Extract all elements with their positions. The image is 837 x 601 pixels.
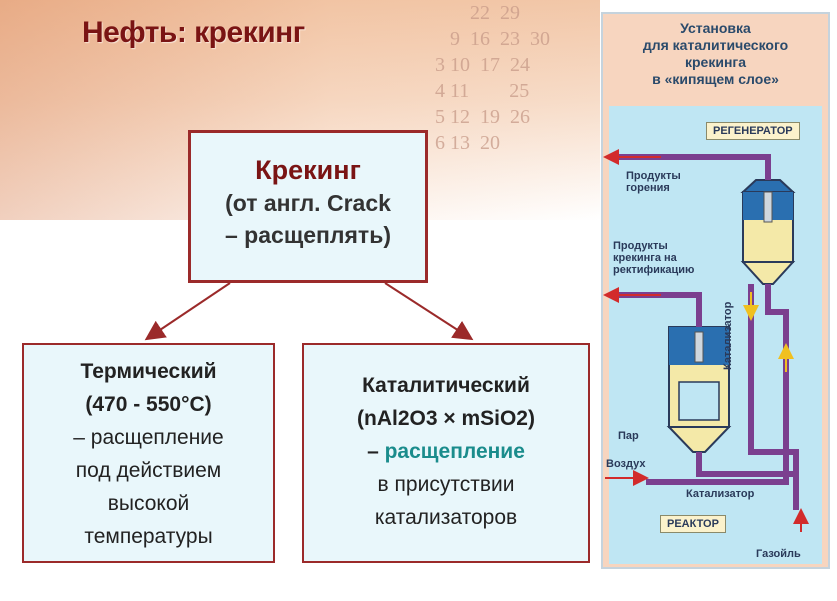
thermal-line-1: – расщепление <box>73 426 224 449</box>
panel-title-line-1: Установка <box>680 20 751 36</box>
cracking-products-line-1: Продукты <box>613 240 668 252</box>
cracking-products-label: Продукты крекинга на ректификацию <box>613 240 694 276</box>
cracking-unit-diagram <box>603 149 809 532</box>
cracking-meaning: – расщеплять) <box>225 222 391 248</box>
catalytic-formula: (nAl2O3 × mSiO2) <box>357 407 535 430</box>
cracking-origin: (от англ. Crack <box>225 190 391 216</box>
combustion-products-line-1: Продукты <box>626 170 681 182</box>
air-label: Воздух <box>606 458 646 470</box>
slide-title: Нефть: крекинг <box>82 16 305 49</box>
thermal-line-2: под действием <box>75 459 222 482</box>
header-background: 22 29 9 16 23 30 3 10 17 24 4 11 25 5 12… <box>0 0 600 220</box>
catalyst-bottom-label: Катализатор <box>686 488 755 500</box>
panel-title-line-3: крекинга <box>684 54 747 70</box>
cracking-term: Крекинг <box>255 155 361 185</box>
gasoil-label: Газойль <box>756 548 801 560</box>
connector-lines <box>144 282 474 341</box>
thermal-temperature: (470 - 550°С) <box>85 393 212 416</box>
catalytic-highlight: расщепление <box>384 440 525 463</box>
reactor-vessel <box>666 326 732 453</box>
combustion-products-line-2: горения <box>626 182 670 194</box>
reactor-label: РЕАКТОР <box>660 515 726 533</box>
panel-title: Установка для каталитического крекинга в… <box>603 20 828 88</box>
catalytic-line-2: катализаторов <box>374 506 518 529</box>
catalytic-cracking-box: Каталитический (nAl2O3 × mSiO2) – расщеп… <box>302 343 590 563</box>
thermal-heading: Термический <box>80 360 217 383</box>
combustion-products-label: Продукты горения <box>626 170 681 194</box>
catalytic-highlight-line: – расщепление <box>304 435 588 468</box>
calendar-background: 22 29 9 16 23 30 3 10 17 24 4 11 25 5 12… <box>435 2 550 154</box>
regenerator-label: РЕГЕНЕРАТОР <box>706 122 800 140</box>
thermal-line-3: высокой <box>107 492 190 515</box>
catalyst-vertical-label: Катализатор <box>722 301 734 370</box>
catalytic-heading: Каталитический <box>362 374 530 397</box>
panel-title-line-4: в «кипящем слое» <box>652 71 779 87</box>
catalytic-line-1: в присутствии <box>377 473 515 496</box>
arrow-to-catalytic <box>384 282 474 341</box>
cracking-products-line-2: крекинга на <box>613 252 677 264</box>
arrow-to-thermal <box>144 282 231 341</box>
panel-title-line-2: для каталитического <box>642 37 789 53</box>
cracking-products-line-3: ректификацию <box>613 264 695 276</box>
thermal-cracking-box: Термический (470 - 550°С) – расщепление … <box>22 343 275 563</box>
steam-label: Пар <box>618 430 639 442</box>
regenerator-vessel <box>740 179 796 285</box>
catalytic-dash: – <box>367 440 379 463</box>
thermal-line-4: температуры <box>84 525 213 548</box>
cracking-definition-box: Крекинг (от англ. Crack – расщеплять) <box>188 130 428 283</box>
